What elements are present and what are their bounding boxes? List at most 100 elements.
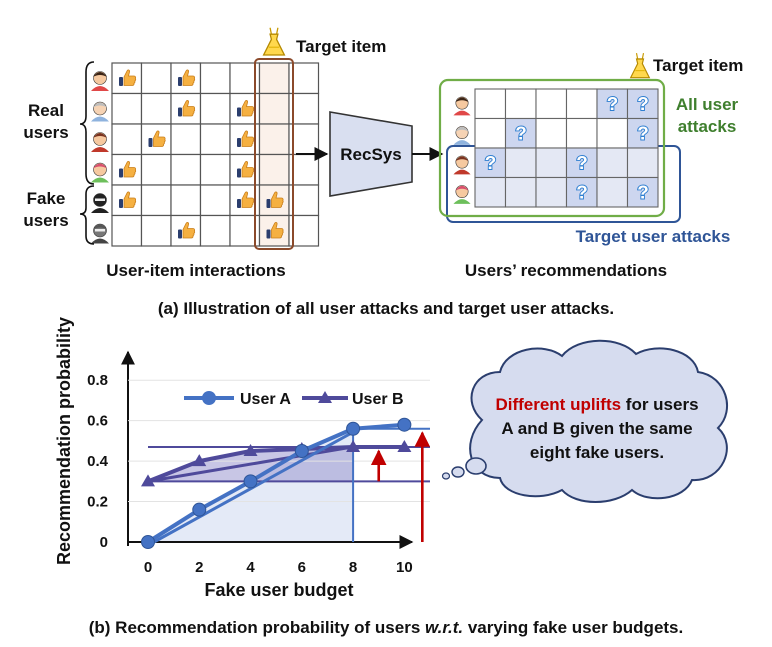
series-line-user-a <box>146 422 405 544</box>
x-tick-label: 8 <box>349 559 357 576</box>
legend-marker-user-b <box>318 391 332 403</box>
recommendation-avatars <box>453 96 471 204</box>
caption-b-suffix: varying fake user budgets. <box>463 618 683 637</box>
right-matrix-caption: Users’ recommendations <box>465 261 667 280</box>
data-point-user-a <box>243 474 258 489</box>
caption-b: (b) Recommendation probability of users … <box>89 618 684 637</box>
callout-cloud <box>441 339 728 503</box>
data-point-user-b <box>397 439 412 452</box>
avatar-icon <box>453 126 471 145</box>
avatar-icon <box>91 162 109 183</box>
avatar-icon <box>91 223 109 244</box>
legend-marker-user-a <box>202 391 216 405</box>
matrix-cell <box>199 123 231 156</box>
real-users-brace <box>79 61 95 185</box>
real-users-label-line2: users <box>23 123 68 142</box>
y-tick-label: 0.2 <box>87 494 108 511</box>
matrix-cell <box>199 153 231 186</box>
matrix-cell <box>596 176 629 208</box>
data-point-user-a <box>294 444 309 458</box>
legend-label-user-a: User A <box>240 391 291 408</box>
matrix-cell <box>535 88 568 120</box>
caption-a: (a) Illustration of all user attacks and… <box>158 299 614 318</box>
fake-users-brace <box>79 185 95 245</box>
series-line-user-b <box>147 444 405 484</box>
data-point-user-b <box>141 474 155 487</box>
target-item-label: Target item <box>296 37 386 56</box>
matrix-cell <box>111 214 143 247</box>
matrix-cell <box>474 176 507 208</box>
user-avatars <box>91 71 109 244</box>
recsys-block <box>329 111 413 197</box>
matrix-cell <box>504 88 537 120</box>
matrix-cell <box>504 147 537 179</box>
matrix-cell <box>596 117 629 149</box>
question-mark-icon <box>636 93 650 114</box>
matrix-cell <box>140 153 172 186</box>
y-axis-label: Recommendation probability <box>54 317 74 565</box>
avatar-icon <box>91 132 109 152</box>
matrix-cell <box>596 147 629 179</box>
y-tick-label: 0.8 <box>87 372 108 389</box>
all-user-attacks-label-line2: attacks <box>678 117 737 136</box>
legend-label-user-b: User B <box>352 391 404 408</box>
matrix-cell <box>111 184 143 217</box>
caption-b-italic: w.r.t. <box>425 618 463 637</box>
matrix-cell <box>535 147 568 179</box>
callout-line1: Different uplifts for users <box>495 395 698 414</box>
matrix-cell <box>140 62 172 95</box>
data-point-user-a <box>141 535 155 549</box>
matrix-cell <box>258 123 290 156</box>
matrix-cell <box>474 117 507 149</box>
user-recommendation-matrix <box>474 88 659 208</box>
dress-icon-right <box>630 52 650 79</box>
question-mark-icon <box>483 152 498 173</box>
legend: User A User B <box>184 391 404 408</box>
y-tick-label: 0 <box>100 534 108 551</box>
target-item-column-box <box>254 58 294 250</box>
matrix-cell <box>140 92 172 125</box>
real-users-label-line1: Real <box>28 101 64 120</box>
all-user-attacks-box <box>438 78 666 218</box>
y-tick-label: 0.6 <box>87 413 108 430</box>
all-user-attacks-label-line1: All user <box>676 95 739 114</box>
dress-icon <box>262 27 286 56</box>
question-mark-icon <box>636 122 650 144</box>
user-item-interaction-matrix <box>111 62 320 247</box>
callout-highlight: Different uplifts <box>495 395 621 414</box>
matrix-cell <box>258 62 290 95</box>
matrix-cell <box>258 92 290 125</box>
x-tick-label: 6 <box>298 559 306 576</box>
callout-line2: A and B given the same <box>501 419 692 438</box>
right-target-item-label: Target item <box>653 56 743 75</box>
fake-users-label-line1: Fake <box>27 189 66 208</box>
x-tick-label: 4 <box>246 559 255 576</box>
avatar-icon <box>91 101 109 122</box>
matrix-cell <box>199 62 231 95</box>
data-point-user-b <box>192 454 207 467</box>
avatar-icon <box>453 185 471 204</box>
matrix-cell <box>535 176 568 208</box>
callout-line3: eight fake users. <box>530 443 664 462</box>
caption-b-prefix: (b) Recommendation probability of users <box>89 618 425 637</box>
matrix-cell <box>140 214 172 247</box>
recsys-label: RecSys <box>340 145 401 164</box>
question-mark-icon <box>514 122 528 144</box>
matrix-cell <box>170 123 202 156</box>
question-mark-icon <box>636 181 650 203</box>
matrix-cell <box>140 123 172 156</box>
matrix-cell <box>170 184 202 217</box>
matrix-cell <box>565 117 598 149</box>
matrix-cell <box>111 123 143 156</box>
matrix-cell <box>504 176 537 208</box>
part-a-illustration: Target item Real users Fake users User-i… <box>23 27 743 318</box>
avatar-icon <box>453 155 471 175</box>
x-axis-label: Fake user budget <box>204 580 353 600</box>
matrix-cell <box>535 117 568 149</box>
question-mark-icon <box>575 152 589 173</box>
target-user-attacks-label: Target user attacks <box>576 227 731 246</box>
user-a-trend-line <box>153 427 360 544</box>
